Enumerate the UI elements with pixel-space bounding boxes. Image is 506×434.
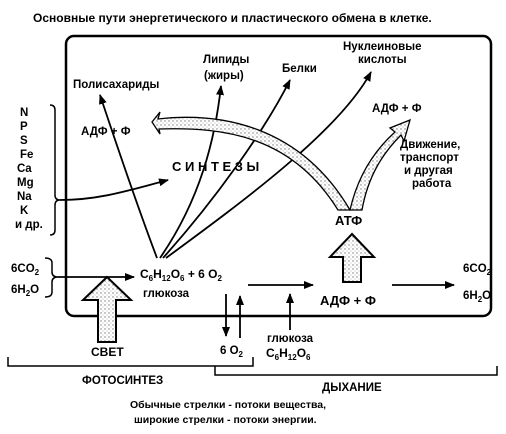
element: Fe	[20, 149, 33, 161]
glucose-intake-formula: C6H12O6	[266, 346, 311, 362]
light-energy-arrow	[80, 275, 134, 343]
atp-label: АТФ	[335, 213, 362, 228]
cell-boundary	[64, 34, 493, 318]
element: N	[20, 107, 28, 119]
element: и др.	[15, 219, 43, 231]
work-line: работа	[412, 178, 452, 190]
label-lipids: Липиды	[203, 54, 249, 66]
synthesis-arrows	[99, 71, 372, 259]
label-nucleic: Нуклеиновые	[343, 41, 421, 53]
energy-band-work	[349, 118, 411, 211]
legend-line-1: Обычные стрелки - потоки вещества,	[130, 399, 326, 411]
glucose-formula: C6H12O6 + 6 O2	[140, 267, 223, 283]
respiration-brace	[214, 366, 498, 376]
work-line: транспорт	[400, 152, 459, 164]
respiration-label: ДЫХАНИЕ	[322, 382, 382, 394]
glucose-word: глюкоза	[143, 288, 190, 300]
label-proteins: Белки	[282, 63, 317, 75]
photosynthesis-label: ФОТОСИНТЕЗ	[82, 375, 163, 387]
label-polysaccharides: Полисахариды	[73, 79, 159, 91]
arrow-to-nucleic-acids	[165, 71, 372, 259]
diagram-title: Основные пути энергетического и пластиче…	[33, 11, 432, 25]
work-line: и другая	[404, 165, 453, 177]
adp-work: АДФ + Ф	[372, 103, 422, 115]
element: P	[20, 121, 28, 133]
adp-synthesis: АДФ + Ф	[81, 126, 131, 138]
element: K	[20, 205, 29, 217]
element: Na	[17, 191, 32, 203]
arrow-to-proteins	[162, 79, 291, 259]
output-co2: 6CO2	[463, 263, 492, 277]
arrow-to-lipids	[159, 85, 224, 259]
legend-line-2: широкие стрелки - потоки энергии.	[134, 414, 317, 426]
work-line: Движение,	[400, 139, 460, 151]
input-co2: 6CO2	[11, 263, 40, 277]
arrow-to-polysaccharides	[99, 94, 158, 259]
light-label: СВЕТ	[91, 345, 124, 359]
elements-brace	[49, 104, 61, 236]
photosynthesis-brace	[7, 357, 254, 367]
glucose-intake-word: глюкоза	[267, 333, 314, 345]
element: Ca	[17, 163, 32, 175]
label-nucleic-acids: кислоты	[358, 54, 407, 66]
synthesis-label: С И Н Т Е З Ы	[172, 159, 259, 174]
oxygen-label: 6 O2	[220, 345, 244, 359]
element: S	[20, 135, 28, 147]
adp-respiration: АДФ + Ф	[320, 293, 376, 308]
label-lipids-note: (жиры)	[204, 70, 244, 82]
input-h2o: 6H2O	[11, 284, 39, 298]
elements-list: N P S Fe Ca Mg Na K и др.	[15, 107, 43, 231]
element: Mg	[17, 177, 34, 189]
output-h2o: 6H2O	[463, 290, 491, 304]
arrow-elements-to-synthesis	[59, 178, 169, 201]
energy-arrow-respiration	[327, 232, 377, 283]
work-label: Движение, транспорт и другая работа	[400, 139, 460, 190]
inputs-brace	[44, 257, 59, 298]
